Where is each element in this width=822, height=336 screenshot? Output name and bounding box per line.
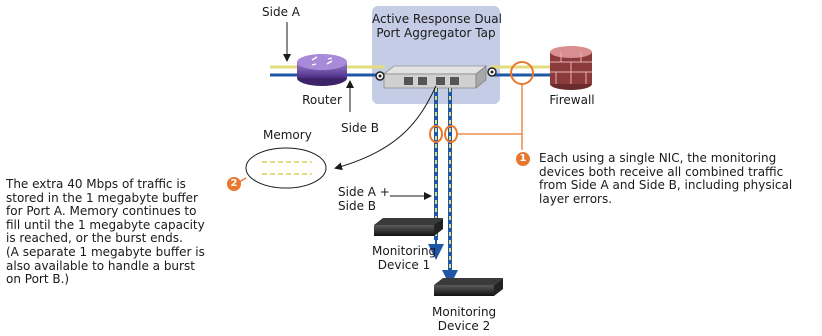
callout-1-badge: 1 [516,152,530,166]
callout-1-line: Each using a single NIC, the monitoring [539,151,777,165]
tap-device-icon [375,65,497,89]
memory-icon [245,147,327,189]
feed-highlight-2 [444,125,458,143]
firewall-link-highlight [510,61,534,85]
side-b-label: Side B [341,121,379,135]
callout-1-connector [458,84,523,150]
side-ab-line1: Side A + [338,185,390,199]
callout-2-text: The extra 40 Mbps of traffic is stored i… [6,177,205,287]
callout-2-line: is reached, or the burst ends. [6,231,183,246]
feed-highlight-1 [429,125,443,143]
callout-2-line: fill until the 1 megabyte capacity [6,217,205,232]
router-label: Router [302,93,342,107]
monitor-1-label: Monitoring Device 1 [372,244,436,272]
firewall-label: Firewall [549,93,595,107]
side-a-label: Side A [262,5,300,19]
memory-label: Memory [263,128,312,142]
firewall-icon [550,46,592,90]
tap-title-line2: Port Aggregator Tap [376,26,496,40]
monitor-2-line1: Monitoring [432,305,497,319]
callout-2-line: The extra 40 Mbps of traffic is [6,177,186,191]
callout-1-line: from Side A and Side B, including physic… [539,178,793,193]
router-icon [297,54,347,86]
callout-2-line: stored in the 1 megabyte buffer [6,190,198,205]
monitor-1-line2: Device 1 [377,258,431,272]
monitor-2-line2: Device 2 [437,319,491,333]
memory-connector [334,85,437,171]
monitoring-device-2-icon [434,278,503,296]
callout-2-badge: 2 [227,177,241,191]
side-ab-line2: Side B [338,199,376,213]
monitoring-device-1-icon [374,218,443,236]
tap-title: Active Response Dual Port Aggregator Tap [372,12,502,40]
monitor-2-label: Monitoring Device 2 [432,305,496,333]
callout-1-text: Each using a single NIC, the monitoring … [539,151,793,206]
callout-2-line: also available to handle a burst [6,258,195,273]
monitor-feed-lines [428,88,458,286]
side-ab-label: Side A + Side B [338,185,390,213]
callout-2-line: (A separate 1 megabyte buffer is [6,244,205,259]
monitor-1-line1: Monitoring [372,244,437,258]
callout-1-line: devices both receive all combined traffi… [539,164,784,179]
tap-title-line1: Active Response Dual [372,12,502,26]
callout-1-line: layer errors. [539,191,613,206]
callout-2-line: for Port A. Memory continues to [6,204,197,219]
callout-2-line: on Port B.) [6,272,70,287]
